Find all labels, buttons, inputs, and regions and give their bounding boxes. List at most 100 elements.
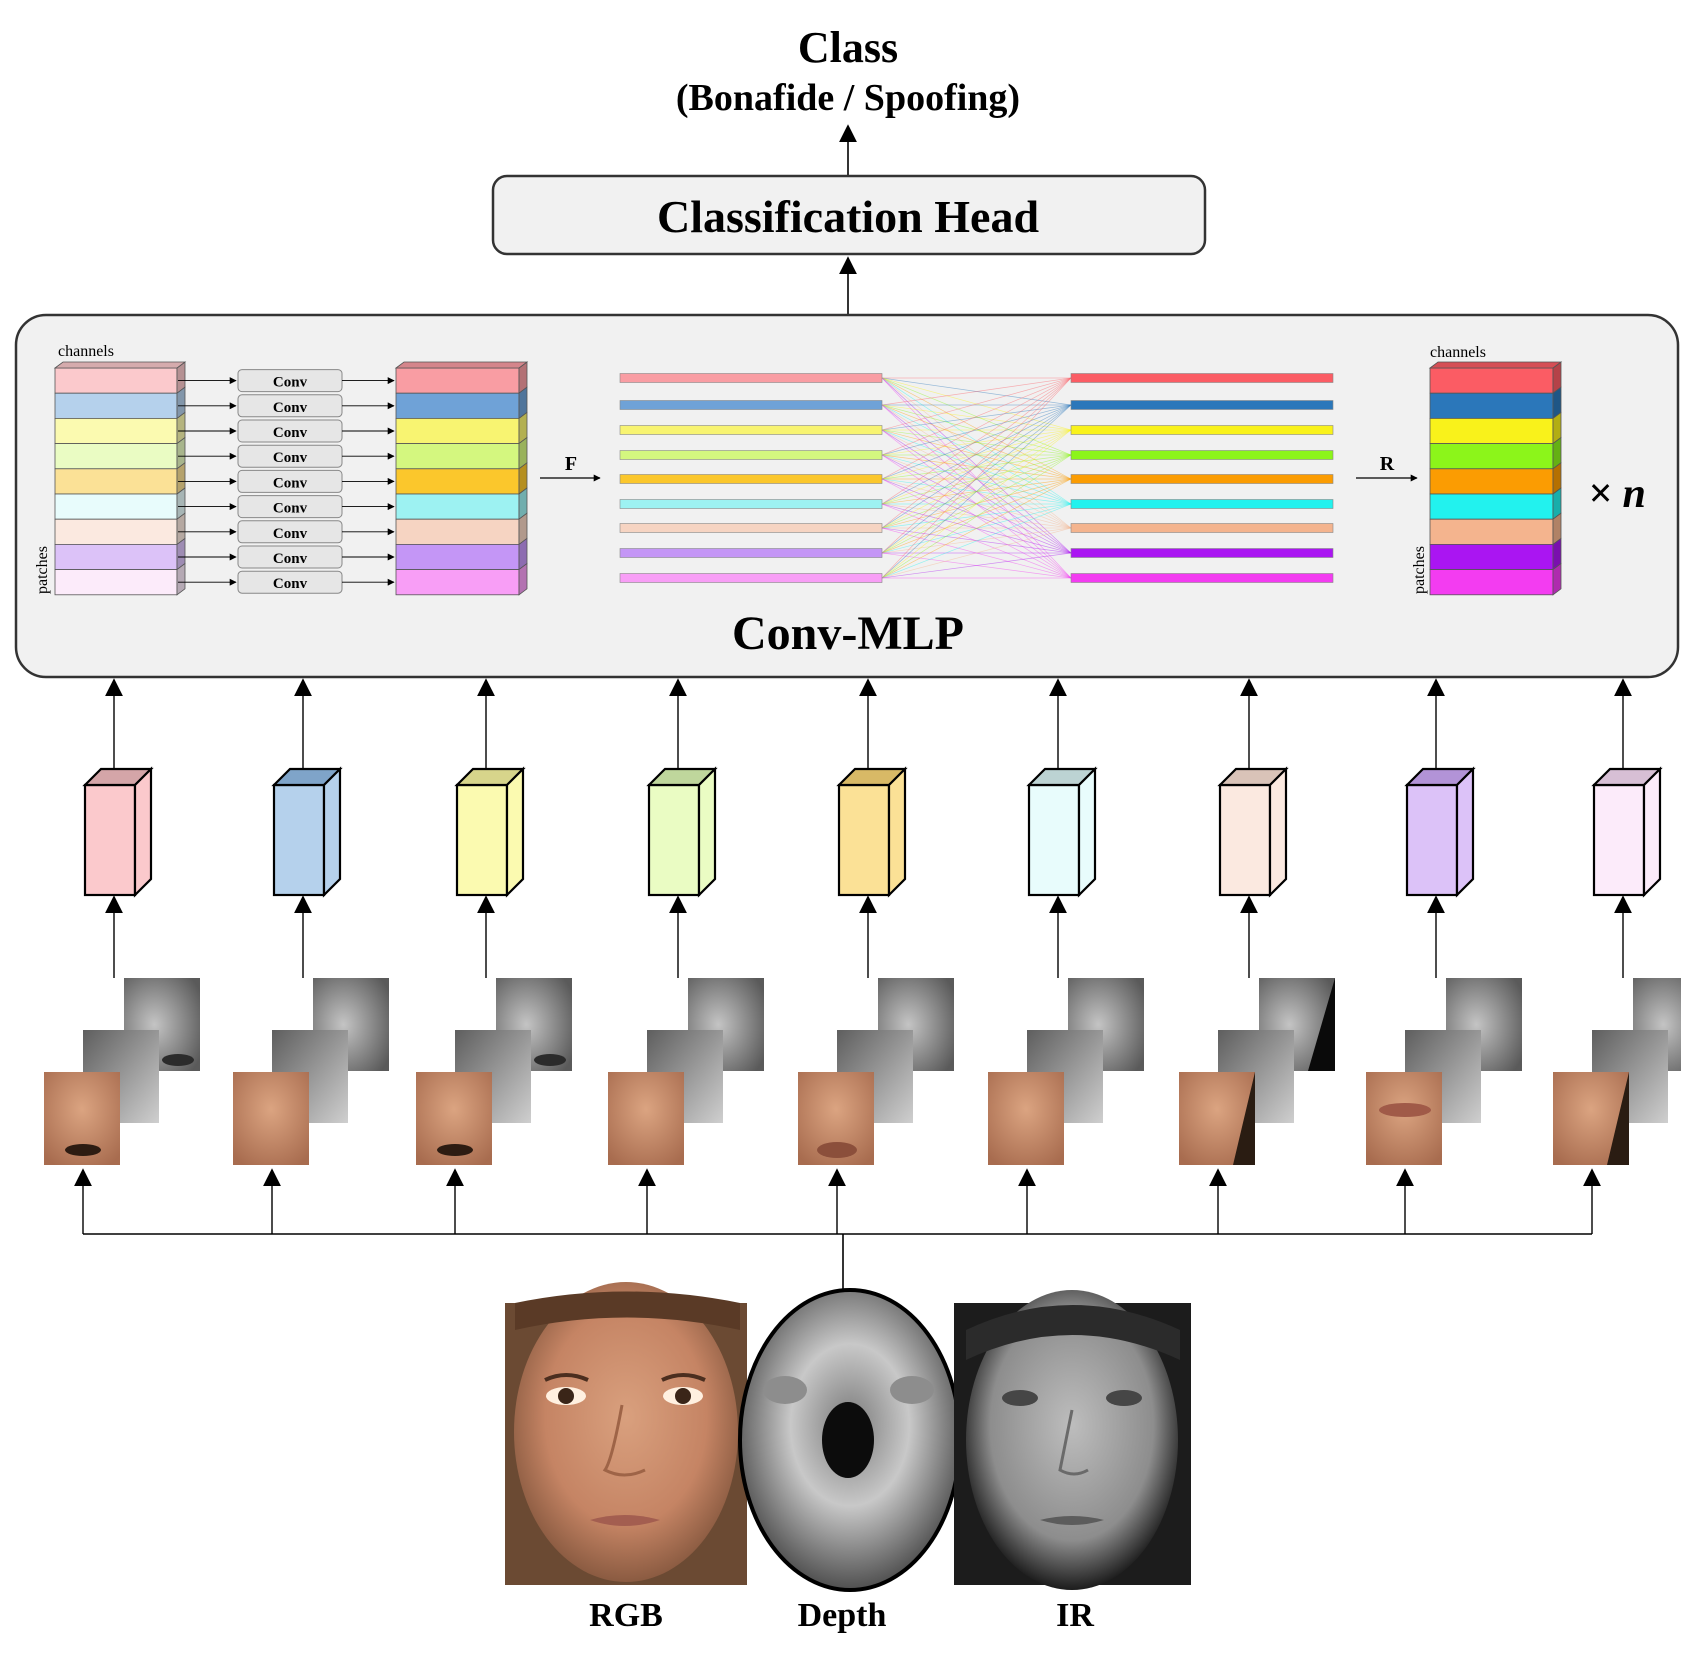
fc-line bbox=[881, 377, 1072, 554]
channels-label-right: channels bbox=[1430, 344, 1486, 361]
conv-output-stack-row bbox=[395, 468, 520, 495]
conv-box-label: Conv bbox=[273, 576, 308, 592]
fc-line bbox=[881, 454, 1072, 579]
rgb-face-image bbox=[505, 1282, 747, 1585]
fc-line bbox=[881, 478, 1072, 505]
fc-line bbox=[881, 503, 1072, 529]
fc-line bbox=[881, 377, 1072, 456]
flattened-bar-out bbox=[1070, 450, 1334, 460]
fc-line bbox=[881, 429, 1072, 529]
fc-line bbox=[881, 377, 1072, 505]
patch-split-tree bbox=[74, 1168, 1601, 1302]
patch-group-eye bbox=[44, 978, 200, 1165]
rgb-patch bbox=[233, 1072, 309, 1165]
input-token-stack-row bbox=[54, 392, 178, 419]
ir-face-image bbox=[954, 1290, 1191, 1590]
flattened-bar-in bbox=[619, 523, 883, 533]
fc-line bbox=[881, 429, 1072, 554]
token-cuboid-front bbox=[272, 783, 326, 897]
fc-line bbox=[881, 377, 1072, 431]
flattened-bar-out bbox=[1070, 499, 1334, 509]
input-token-stack bbox=[53, 361, 187, 596]
fc-line bbox=[881, 429, 1072, 579]
token-cuboid-side bbox=[1455, 766, 1475, 898]
fc-line bbox=[881, 429, 1072, 456]
token-cuboid bbox=[836, 766, 908, 898]
conv-output-stack-row bbox=[395, 569, 520, 596]
fc-line bbox=[881, 429, 1072, 505]
reshape-label: R bbox=[1380, 453, 1395, 475]
flattened-bar-in bbox=[619, 474, 883, 484]
fc-line bbox=[881, 454, 1072, 529]
output-token-stack bbox=[1428, 361, 1563, 596]
flattened-bar-out bbox=[1070, 373, 1334, 383]
input-token-stack-row bbox=[54, 544, 178, 571]
patch-group-forehead bbox=[233, 978, 389, 1165]
output-token-stack-row bbox=[1429, 493, 1554, 520]
fc-line bbox=[881, 503, 1072, 579]
token-cuboid bbox=[1404, 766, 1476, 898]
flattened-bar-out bbox=[1070, 523, 1334, 533]
token-cuboid-side bbox=[1642, 766, 1662, 898]
fc-line bbox=[881, 478, 1072, 579]
fc-line bbox=[881, 429, 1072, 480]
fc-line bbox=[881, 454, 1072, 554]
patch-group-eye bbox=[416, 978, 572, 1165]
fc-line bbox=[881, 478, 1072, 554]
flattened-bar-out bbox=[1070, 400, 1334, 410]
ir-eye-feature bbox=[162, 1054, 194, 1066]
output-token-stack-side bbox=[1552, 562, 1562, 596]
fc-line bbox=[881, 527, 1072, 579]
token-cuboid bbox=[271, 766, 343, 898]
output-token-stack-row bbox=[1429, 569, 1554, 596]
fc-line bbox=[881, 478, 1072, 529]
eye-feature bbox=[437, 1144, 473, 1156]
output-token-stack-row bbox=[1429, 544, 1554, 571]
fc-line bbox=[881, 377, 1072, 406]
conv-mlp-label: Conv-MLP bbox=[732, 607, 964, 660]
output-token-stack-row bbox=[1429, 468, 1554, 495]
fc-line bbox=[881, 404, 1072, 579]
fc-line bbox=[881, 377, 1072, 579]
conv-output-stack-row bbox=[395, 493, 520, 520]
channels-label-left: channels bbox=[58, 343, 114, 360]
token-cuboid-front bbox=[647, 783, 701, 897]
fc-line bbox=[881, 429, 1072, 554]
fc-line bbox=[881, 404, 1072, 480]
flattened-bar-out bbox=[1070, 573, 1334, 583]
output-class-label: Class bbox=[798, 23, 898, 72]
flattened-bar-in bbox=[619, 400, 883, 410]
token-cuboid-side bbox=[133, 766, 153, 898]
fc-line bbox=[881, 454, 1072, 480]
fc-line bbox=[881, 377, 1072, 554]
output-token-stack-row bbox=[1429, 443, 1554, 470]
fc-line bbox=[881, 454, 1072, 505]
fc-line bbox=[881, 429, 1072, 529]
token-cuboid bbox=[1217, 766, 1289, 898]
flattened-bar-out bbox=[1070, 548, 1334, 558]
classification-head-box bbox=[491, 174, 1207, 256]
fc-line bbox=[881, 377, 1072, 480]
input-token-stack-row bbox=[54, 443, 178, 470]
fc-line bbox=[881, 404, 1072, 579]
fc-line bbox=[881, 404, 1072, 554]
input-token-stack-row bbox=[54, 518, 178, 545]
fc-line bbox=[881, 527, 1072, 554]
ir-eye-feature bbox=[534, 1054, 566, 1066]
patch-group-jaw bbox=[1179, 978, 1335, 1165]
fc-line bbox=[881, 429, 1072, 456]
modality-label-ir: IR bbox=[1056, 1597, 1094, 1634]
modality-label-depth: Depth bbox=[798, 1597, 887, 1634]
flattened-bar-in bbox=[619, 425, 883, 435]
input-token-stack-row bbox=[54, 468, 178, 495]
conv-box-label: Conv bbox=[273, 475, 308, 491]
fc-line bbox=[881, 454, 1072, 529]
conv-box-label: Conv bbox=[273, 551, 308, 567]
fc-line bbox=[881, 478, 1072, 505]
flattened-bar-out bbox=[1070, 425, 1334, 435]
fc-line bbox=[881, 404, 1072, 456]
token-cuboid-front bbox=[1592, 783, 1646, 897]
token-cuboid-front bbox=[1027, 783, 1081, 897]
fc-line bbox=[881, 552, 1072, 579]
conv-output-stack-top bbox=[394, 361, 529, 369]
